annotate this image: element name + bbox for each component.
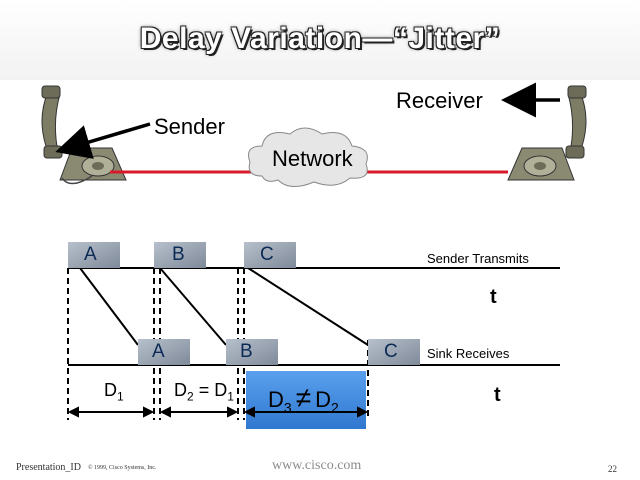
- slide-title: Delay Variation—“Jitter”: [139, 22, 501, 55]
- sender-transmits-label: Sender Transmits: [427, 251, 529, 266]
- packet-a-received-label: A: [152, 341, 165, 362]
- d1-symbol: D: [104, 380, 117, 400]
- delay-d1-label: D1: [104, 380, 124, 404]
- packet-c-received-label: C: [384, 341, 398, 362]
- packet-b-sent-label: B: [172, 244, 185, 265]
- packet-a-received: [138, 339, 190, 365]
- sender-label: Sender: [154, 114, 225, 139]
- d3-subscript: 3: [283, 399, 292, 416]
- jitter-highlight: [246, 371, 366, 429]
- d1-ref-subscript: 1: [227, 389, 234, 404]
- packet-b-received-label: B: [240, 341, 253, 362]
- equals-sign: =: [193, 380, 215, 400]
- packet-a-sent-label: A: [84, 244, 97, 265]
- network-label: Network: [272, 146, 353, 171]
- propagation-line-c: [247, 267, 369, 346]
- d3-symbol: D: [268, 387, 284, 412]
- page-number: 22: [608, 464, 617, 474]
- d2-ref-subscript: 2: [330, 399, 339, 416]
- propagation-line-b: [159, 267, 227, 346]
- d1-subscript: 1: [117, 389, 124, 404]
- d2-symbol: D: [174, 380, 187, 400]
- packet-b-sent: [154, 242, 206, 268]
- receiver-phone-icon: [507, 85, 587, 181]
- delay-d3-inequality: D3≠D2: [268, 382, 339, 415]
- presentation-id: Presentation_ID: [16, 462, 81, 473]
- website: www.cisco.com: [272, 458, 362, 473]
- d1-ref-symbol: D: [214, 380, 228, 400]
- sender-arrow: [55, 122, 151, 159]
- d2-ref-symbol: D: [315, 387, 331, 412]
- delay-d2-equation: D2 = D1: [174, 380, 234, 404]
- packet-c-sent-label: C: [260, 244, 274, 265]
- receiver-label: Receiver: [396, 88, 483, 113]
- time-axis-bottom-label: t: [494, 384, 501, 406]
- packet-c-received: [368, 339, 420, 365]
- copyright: © 1999, Cisco Systems, Inc.: [88, 465, 157, 471]
- packet-a-sent: [68, 242, 120, 268]
- d2-subscript: 2: [187, 389, 194, 404]
- network-cloud-icon: [248, 127, 368, 187]
- sink-receives-label: Sink Receives: [427, 346, 510, 361]
- packet-b-received: [226, 339, 278, 365]
- packet-c-sent: [244, 242, 296, 268]
- title-band: [0, 0, 640, 80]
- time-axis-top-label: t: [490, 286, 497, 308]
- propagation-line-a: [79, 267, 139, 346]
- not-equal-sign: ≠: [295, 382, 312, 413]
